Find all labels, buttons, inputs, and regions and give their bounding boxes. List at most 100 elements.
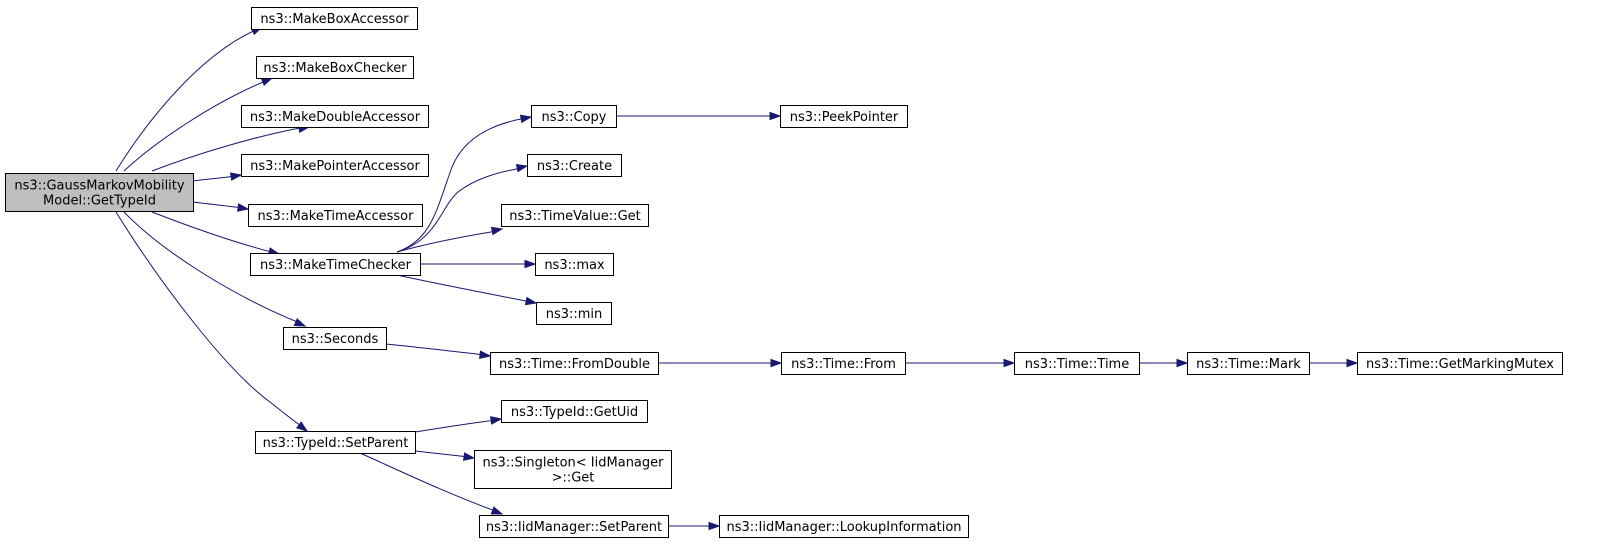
- edge-line: [396, 274, 532, 303]
- arrowhead: [463, 452, 476, 461]
- edge-root-to-seconds: [123, 211, 307, 327]
- node-label: ns3::Seconds: [292, 332, 379, 347]
- node-box: [490, 352, 659, 375]
- edge-line: [396, 167, 523, 253]
- node-box: [535, 253, 614, 276]
- edge-copy-to-peekPointer: [616, 111, 782, 121]
- node-setParent[interactable]: ns3::TypeId::SetParent: [255, 431, 416, 454]
- node-makeDoubleAccessor[interactable]: ns3::MakeDoubleAccessor: [241, 105, 429, 128]
- node-box: [241, 154, 429, 177]
- edge-makeTimeChecker-to-copy: [396, 114, 533, 253]
- node-box: [1357, 352, 1563, 375]
- node-box: [781, 352, 906, 375]
- edge-makeTimeChecker-to-min: [396, 274, 538, 306]
- node-peekPointer[interactable]: ns3::PeekPointer: [780, 105, 908, 128]
- node-box: [5, 173, 194, 212]
- edge-line: [123, 79, 269, 172]
- node-label: Model::GetTypeId: [43, 194, 156, 209]
- node-label: ns3::Time::Time: [1025, 357, 1129, 372]
- edge-fromDouble-to-timeFrom: [657, 358, 783, 368]
- node-timeTime[interactable]: ns3::Time::Time: [1014, 352, 1140, 375]
- node-create[interactable]: ns3::Create: [527, 154, 622, 177]
- node-copy[interactable]: ns3::Copy: [531, 105, 617, 128]
- node-timeValueGet[interactable]: ns3::TimeValue::Get: [501, 204, 649, 227]
- arrowhead: [1176, 358, 1189, 368]
- node-box: [536, 302, 612, 325]
- node-label: ns3::Singleton< IidManager: [482, 456, 664, 471]
- node-timeFrom[interactable]: ns3::Time::From: [781, 352, 906, 375]
- node-label: ns3::Time::FromDouble: [499, 357, 650, 372]
- node-label: ns3::min: [546, 307, 603, 322]
- node-label: ns3::Time::From: [791, 357, 896, 372]
- arrowhead: [229, 172, 243, 181]
- edge-line: [192, 201, 244, 209]
- arrowhead: [708, 521, 721, 531]
- edge-line: [414, 419, 497, 433]
- edge-makeTimeChecker-to-timeValueGet: [396, 226, 504, 253]
- edge-root-to-makePointerAccessor: [192, 172, 243, 182]
- node-getMarkingMutex[interactable]: ns3::Time::GetMarkingMutex: [1357, 352, 1563, 375]
- node-box: [255, 431, 416, 454]
- node-label: ns3::MakeBoxAccessor: [260, 12, 409, 27]
- node-label: ns3::MakeBoxChecker: [263, 61, 407, 76]
- arrowhead: [293, 317, 307, 327]
- node-box: [531, 105, 617, 128]
- node-label: ns3::IidManager::LookupInformation: [726, 520, 961, 535]
- arrowhead: [1003, 358, 1016, 368]
- node-makeBoxAccessor[interactable]: ns3::MakeBoxAccessor: [251, 7, 418, 30]
- node-label: ns3::TypeId::GetUid: [511, 405, 638, 420]
- edge-root-to-setParent: [115, 211, 309, 432]
- node-label: ns3::MakeDoubleAccessor: [250, 110, 421, 125]
- edge-makeTimeChecker-to-create: [396, 163, 529, 253]
- node-box: [248, 204, 423, 227]
- node-label: ns3::PeekPointer: [790, 110, 899, 125]
- node-timeMark[interactable]: ns3::Time::Mark: [1187, 352, 1310, 375]
- edge-setParent-to-getUid: [414, 416, 503, 433]
- node-box: [719, 515, 969, 538]
- edge-line: [151, 211, 276, 254]
- node-makeTimeAccessor[interactable]: ns3::MakeTimeAccessor: [248, 204, 423, 227]
- node-box: [251, 7, 418, 30]
- node-box: [250, 253, 421, 276]
- node-iidSetParent[interactable]: ns3::IidManager::SetParent: [479, 515, 669, 538]
- node-singletonGet[interactable]: ns3::Singleton< IidManager>::Get: [474, 450, 672, 489]
- arrowhead: [515, 163, 529, 173]
- edges-layer: [115, 26, 1359, 531]
- edge-line: [115, 28, 259, 172]
- node-label: ns3::Time::GetMarkingMutex: [1366, 357, 1554, 372]
- node-fromDouble[interactable]: ns3::Time::FromDouble: [490, 352, 659, 375]
- node-label: >::Get: [552, 471, 595, 486]
- node-label: ns3::TimeValue::Get: [509, 209, 641, 224]
- node-getUid[interactable]: ns3::TypeId::GetUid: [501, 400, 648, 423]
- node-box: [256, 56, 414, 79]
- node-seconds[interactable]: ns3::Seconds: [283, 327, 387, 350]
- edge-line: [192, 175, 237, 182]
- arrowhead: [524, 259, 537, 269]
- node-label: ns3::MakeTimeChecker: [260, 258, 412, 273]
- arrowhead: [1346, 358, 1359, 368]
- node-label: ns3::Copy: [541, 110, 606, 125]
- node-label: ns3::MakePointerAccessor: [250, 159, 420, 174]
- nodes-layer: ns3::GaussMarkovMobilityModel::GetTypeId…: [5, 7, 1563, 538]
- node-makeTimeChecker[interactable]: ns3::MakeTimeChecker: [250, 253, 421, 276]
- arrowhead: [479, 350, 492, 359]
- node-box: [527, 154, 622, 177]
- arrowhead: [490, 226, 504, 236]
- node-box: [283, 327, 387, 350]
- node-max[interactable]: ns3::max: [535, 253, 614, 276]
- node-min[interactable]: ns3::min: [536, 302, 612, 325]
- edge-line: [359, 452, 499, 513]
- arrowhead: [296, 421, 309, 432]
- node-lookupInformation[interactable]: ns3::IidManager::LookupInformation: [719, 515, 969, 538]
- node-box: [241, 105, 429, 128]
- node-label: ns3::IidManager::SetParent: [486, 520, 662, 535]
- node-label: ns3::Create: [537, 159, 612, 174]
- edge-root-to-makeTimeAccessor: [192, 201, 250, 212]
- node-label: ns3::MakeTimeAccessor: [258, 209, 415, 224]
- arrowhead: [236, 203, 250, 212]
- node-makeBoxChecker[interactable]: ns3::MakeBoxChecker: [256, 56, 414, 79]
- node-makePointerAccessor[interactable]: ns3::MakePointerAccessor: [241, 154, 429, 177]
- node-label: ns3::GaussMarkovMobility: [14, 179, 184, 194]
- arrowhead: [770, 358, 783, 368]
